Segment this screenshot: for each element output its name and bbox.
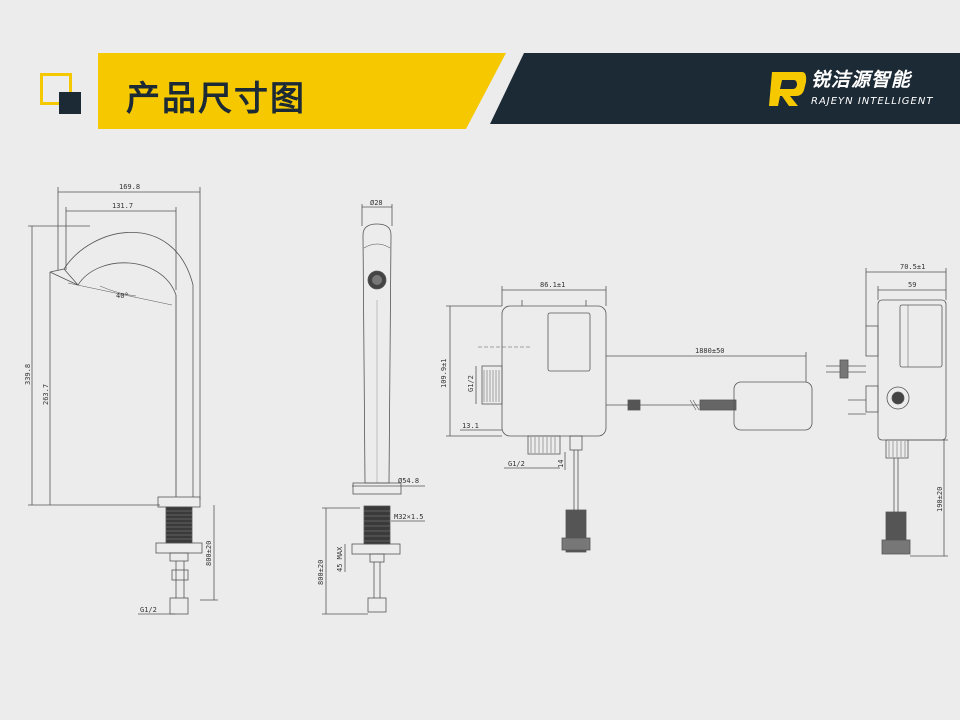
dim-dia-28: Ø28 — [370, 199, 383, 207]
dim-86-1: 86.1±1 — [540, 281, 565, 289]
dim-45-max: 45 MAX — [336, 546, 344, 572]
dim-109-9: 109.9±1 — [440, 358, 448, 388]
dim-13-1: 13.1 — [462, 422, 479, 430]
faucet-front-view: Ø28 Ø54.8 M32×1.5 800±20 45 MAX — [317, 199, 425, 615]
faucet-mount-nut — [155, 542, 203, 554]
dim-angle-40: 40° — [116, 292, 129, 300]
faucet-spout-tip — [49, 268, 79, 286]
dim-131-7: 131.7 — [112, 202, 133, 210]
dim-14: 14 — [557, 460, 565, 468]
dim-800-a: 800±20 — [205, 541, 213, 566]
dim-m32: M32×1.5 — [394, 513, 424, 521]
title-square-outline — [40, 73, 72, 105]
dim-800-b: 800±20 — [317, 560, 325, 585]
dim-g12-b: G1/2 — [467, 375, 475, 392]
dim-g12-a: G1/2 — [140, 606, 157, 614]
control-box-side-view: 70.5±1 59 190±20 — [826, 263, 948, 557]
dim-1880: 1880±50 — [695, 347, 725, 355]
faucet-base — [157, 496, 201, 508]
faucet-thread-shank — [165, 506, 193, 544]
dim-169-8: 169.8 — [119, 183, 140, 191]
faucet-spout-inner — [66, 262, 177, 497]
faucet-spout-outer — [49, 232, 194, 497]
title-square-fill — [59, 92, 81, 114]
brand-name-cn: 锐洁源智能 — [811, 69, 912, 91]
faucet-side-view: 169.8 131.7 40° 339.8 263.7 800±20 G1/2 — [24, 183, 218, 615]
power-adapter — [733, 381, 813, 431]
navy-brand-band — [490, 53, 960, 124]
faucet-hose — [175, 561, 185, 598]
faucet-inlet-fitting — [169, 597, 189, 615]
control-box-window — [547, 312, 591, 372]
dim-dia-54-8: Ø54.8 — [398, 477, 419, 485]
dim-g12-c: G1/2 — [508, 460, 525, 468]
dim-190: 190±20 — [936, 487, 944, 512]
brand-name-en: RAJEYN INTELLIGENT — [811, 96, 934, 107]
dim-59: 59 — [908, 281, 916, 289]
dim-263-7: 263.7 — [42, 384, 50, 405]
dim-339-8: 339.8 — [24, 364, 32, 385]
page-title: 产品尺寸图 — [126, 79, 306, 119]
header-banner: 产品尺寸图 锐洁源智能 RAJEYN INTELLIGENT — [0, 0, 960, 140]
front-thread-shank — [363, 505, 391, 545]
faucet-front-body — [362, 223, 392, 484]
side-sensor-dial — [886, 386, 910, 410]
control-box-view: 86.1±1 109.9±1 G1/2 13.1 1880±50 G1/2 14 — [440, 281, 813, 553]
dim-70-5: 70.5±1 — [900, 263, 925, 271]
yellow-title-band — [98, 53, 506, 129]
brand-logo-icon — [769, 72, 807, 106]
side-box-body — [877, 299, 947, 441]
